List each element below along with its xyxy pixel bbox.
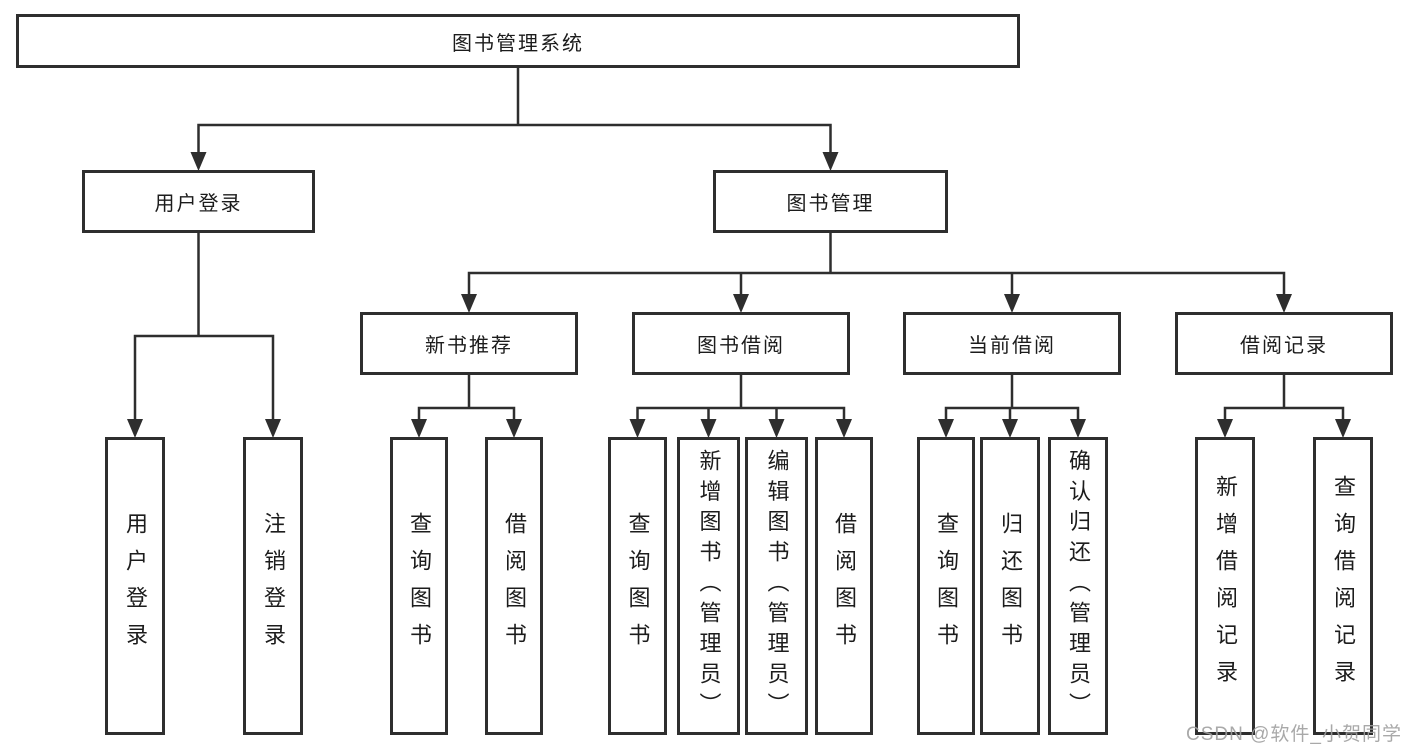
node-label: 借阅图书 <box>832 512 857 660</box>
node-label: 图书管理系统 <box>452 32 584 55</box>
node-label: 查询图书 <box>407 512 432 660</box>
node-leaf-borrow-books-recommend: 借阅图书 <box>485 437 543 735</box>
node-label: 新增图书（管理员） <box>696 449 722 723</box>
node-current-borrowing: 当前借阅 <box>903 312 1121 375</box>
node-label: 用户登录 <box>123 512 148 660</box>
node-borrow-records: 借阅记录 <box>1175 312 1393 375</box>
node-label: 图书借阅 <box>697 335 785 357</box>
node-label: 用户登录 <box>154 193 243 215</box>
node-label: 借阅记录 <box>1240 335 1328 357</box>
node-label: 注销登录 <box>261 512 286 660</box>
node-label: 借阅图书 <box>502 512 527 660</box>
tree-edges <box>133 65 1345 423</box>
node-book-management: 图书管理 <box>713 170 948 233</box>
csdn-watermark: CSDN @软件_小贺同学 <box>1186 724 1402 745</box>
node-new-book-recommend: 新书推荐 <box>360 312 578 375</box>
node-label: 查询图书 <box>625 512 651 660</box>
node-leaf-return-books: 归还图书 <box>980 437 1040 735</box>
node-leaf-query-books-borrowing: 查询图书 <box>608 437 667 735</box>
node-label: 新增借阅记录 <box>1213 475 1238 697</box>
node-label: 图书管理 <box>786 193 875 215</box>
node-leaf-edit-books-admin: 编辑图书（管理员） <box>745 437 808 735</box>
node-library-system: 图书管理系统 <box>16 14 1020 68</box>
node-leaf-query-books-current: 查询图书 <box>917 437 975 735</box>
node-leaf-add-books-admin: 新增图书（管理员） <box>677 437 740 735</box>
node-label: 归还图书 <box>998 512 1023 660</box>
node-leaf-user-login: 用户登录 <box>105 437 165 735</box>
node-leaf-logout: 注销登录 <box>243 437 303 735</box>
arrowhead-icons <box>127 152 1351 438</box>
node-label: 查询图书 <box>934 512 959 660</box>
node-leaf-borrow-books-borrowing: 借阅图书 <box>815 437 873 735</box>
node-leaf-query-borrow-record: 查询借阅记录 <box>1313 437 1373 735</box>
node-label: 编辑图书（管理员） <box>764 449 790 723</box>
node-label: 查询借阅记录 <box>1331 475 1356 697</box>
node-book-borrowing: 图书借阅 <box>632 312 850 375</box>
node-label: 新书推荐 <box>425 335 513 357</box>
node-leaf-confirm-return-admin: 确认归还（管理员） <box>1048 437 1108 735</box>
node-leaf-add-borrow-record: 新增借阅记录 <box>1195 437 1255 735</box>
node-label: 当前借阅 <box>968 335 1056 357</box>
node-label: 确认归还（管理员） <box>1066 449 1091 723</box>
node-leaf-query-books-recommend: 查询图书 <box>390 437 448 735</box>
node-user-login: 用户登录 <box>82 170 315 233</box>
